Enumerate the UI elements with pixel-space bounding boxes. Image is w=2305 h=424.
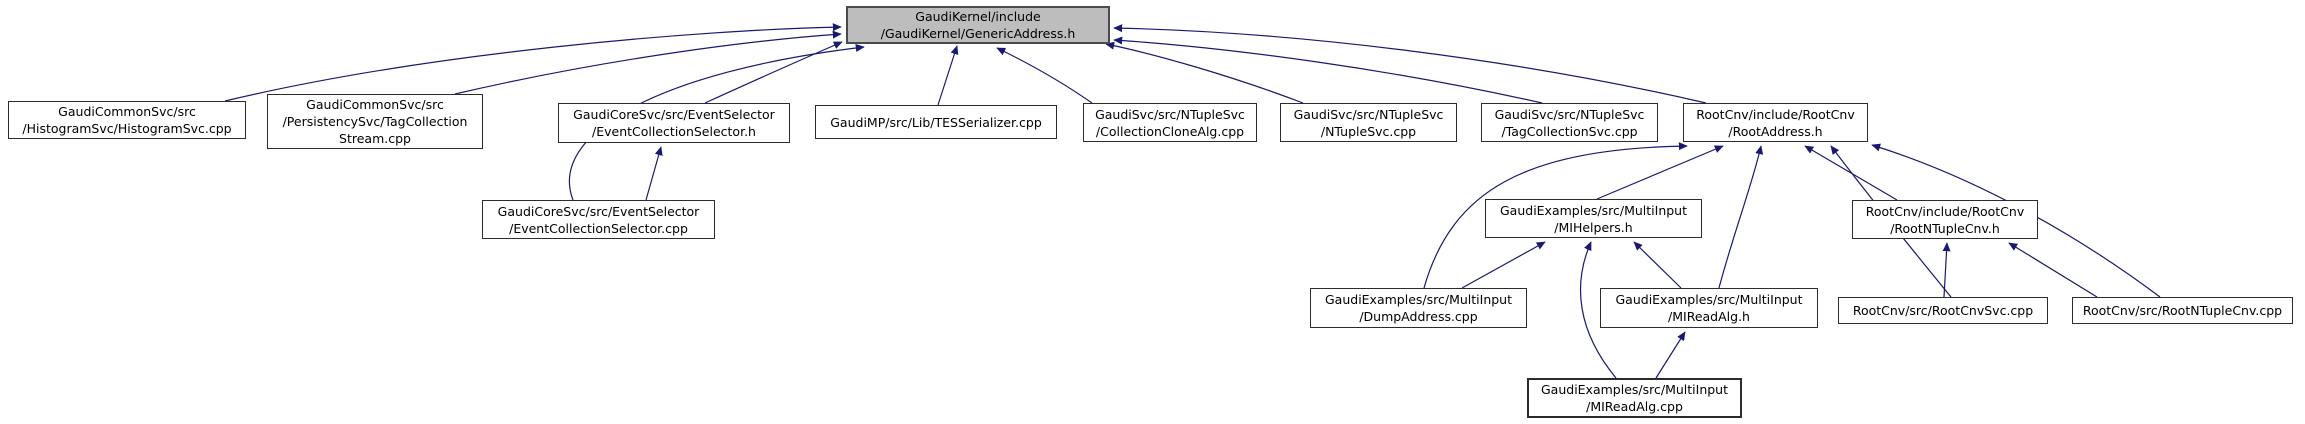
node-root-address-h[interactable]: RootCnv/include/RootCnv/RootAddress.h — [1683, 103, 1868, 142]
node-root-cnv-svc-cpp[interactable]: RootCnv/src/RootCnvSvc.cpp — [1838, 297, 2048, 324]
edge-event-collection-selector-h-to-generic-address-h — [704, 41, 843, 104]
edge-histogram-svc-cpp-to-generic-address-h — [224, 23, 842, 102]
node-label-line: GaudiMP/src/Lib/TESSerializer.cpp — [830, 114, 1042, 130]
node-dump-address-cpp[interactable]: GaudiExamples/src/MultiInput/DumpAddress… — [1310, 288, 1527, 328]
node-label-line: GaudiSvc/src/NTupleSvc — [1293, 106, 1444, 122]
node-label-line: /HistogramSvc/HistogramSvc.cpp — [22, 121, 232, 136]
edge-root-address-h-to-generic-address-h — [1113, 24, 1707, 104]
node-label-line: /RootNTupleCnv.h — [1890, 220, 2000, 236]
node-event-collection-selector-h[interactable]: GaudiCoreSvc/src/EventSelector/EventColl… — [558, 103, 790, 143]
node-mi-read-alg-h[interactable]: GaudiExamples/src/MultiInput/MIReadAlg.h — [1600, 288, 1818, 328]
node-label-line: /CollectionCloneAlg.cpp — [1095, 123, 1245, 139]
node-label-line: /EventCollectionSelector.h — [592, 124, 756, 139]
edge-event-collection-selector-cpp-to-event-collection-selector-h — [645, 146, 663, 201]
node-label-line: Stream.cpp — [339, 131, 411, 146]
edge-mi-read-alg-cpp-to-mi-helpers-h — [1579, 241, 1617, 379]
node-label-line: GaudiCommonSvc/src — [306, 97, 444, 112]
edge-root-cnv-svc-cpp-to-root-ntuple-cnv-h — [1942, 242, 1951, 298]
node-label-line: /MIReadAlg.cpp — [1586, 399, 1683, 414]
node-label-line: /MIHelpers.h — [1554, 219, 1633, 235]
node-label-line: /GaudiKernel/GenericAddress.h — [880, 26, 1076, 41]
node-mi-read-alg-cpp[interactable]: GaudiExamples/src/MultiInput/MIReadAlg.c… — [1527, 378, 1742, 418]
node-label-line: /PersistencySvc/TagCollection — [282, 114, 468, 129]
edge-ntuple-svc-cpp-to-generic-address-h — [1105, 41, 1304, 104]
node-mi-helpers-h[interactable]: GaudiExamples/src/MultiInput/MIHelpers.h — [1485, 199, 1702, 238]
node-label-line: GaudiExamples/src/MultiInput — [1615, 292, 1803, 307]
edge-dump-address-cpp-to-mi-helpers-h — [1461, 241, 1546, 289]
node-label-line: RootCnv/src/RootNTupleCnv.cpp — [2082, 303, 2283, 318]
edge-mi-helpers-h-to-root-address-h — [1596, 145, 1724, 200]
node-label-line: GaudiCoreSvc/src/EventSelector — [573, 107, 775, 122]
edge-mi-read-alg-cpp-to-mi-read-alg-h — [1655, 331, 1686, 379]
edge-mi-read-alg-h-to-root-address-h — [1718, 145, 1764, 289]
edge-tag-collection-stream-cpp-to-generic-address-h — [454, 30, 842, 95]
node-label-line: GaudiSvc/src/NTupleSvc — [1494, 106, 1645, 122]
node-label-line: /MIReadAlg.h — [1668, 309, 1750, 324]
node-label-line: /NTupleSvc.cpp — [1320, 123, 1417, 139]
node-label-line: GaudiKernel/include — [915, 9, 1041, 24]
node-ntuple-svc-cpp[interactable]: GaudiSvc/src/NTupleSvc/NTupleSvc.cpp — [1280, 103, 1457, 142]
node-label-line: /EventCollectionSelector.cpp — [509, 220, 688, 236]
edge-dump-address-cpp-to-root-address-h — [1423, 142, 1688, 289]
node-tag-collection-stream-cpp[interactable]: GaudiCommonSvc/src/PersistencySvc/TagCol… — [267, 94, 483, 149]
node-root-ntuple-cnv-h[interactable]: RootCnv/include/RootCnv/RootNTupleCnv.h — [1852, 200, 2038, 239]
node-label-line: GaudiExamples/src/MultiInput — [1540, 382, 1728, 397]
node-label-line: RootCnv/include/RootCnv — [1696, 106, 1855, 122]
node-collection-clone-alg-cpp[interactable]: GaudiSvc/src/NTupleSvc/CollectionCloneAl… — [1083, 103, 1257, 142]
node-label-line: RootCnv/include/RootCnv — [1865, 203, 2025, 219]
node-root-ntuple-cnv-cpp[interactable]: RootCnv/src/RootNTupleCnv.cpp — [2072, 297, 2293, 324]
node-tag-collection-svc-cpp[interactable]: GaudiSvc/src/NTupleSvc/TagCollectionSvc.… — [1481, 103, 1658, 142]
edge-tes-serializer-cpp-to-generic-address-h — [937, 45, 959, 106]
edge-mi-read-alg-h-to-mi-helpers-h — [1633, 241, 1682, 289]
node-label-line: RootCnv/src/RootCnvSvc.cpp — [1852, 303, 2034, 318]
node-label-line: GaudiExamples/src/MultiInput — [1499, 202, 1687, 218]
node-event-collection-selector-cpp[interactable]: GaudiCoreSvc/src/EventSelector/EventColl… — [482, 200, 715, 239]
node-label-line: GaudiCoreSvc/src/EventSelector — [497, 203, 700, 219]
edge-tag-collection-svc-cpp-to-generic-address-h — [1113, 36, 1543, 104]
node-label-line: /TagCollectionSvc.cpp — [1501, 123, 1638, 139]
node-generic-address-h: GaudiKernel/include/GaudiKernel/GenericA… — [846, 6, 1110, 44]
node-label-line: /DumpAddress.cpp — [1359, 309, 1478, 324]
edge-root-ntuple-cnv-cpp-to-root-ntuple-cnv-h — [2008, 242, 2098, 298]
node-label-line: GaudiSvc/src/NTupleSvc — [1095, 106, 1245, 122]
node-histogram-svc-cpp[interactable]: GaudiCommonSvc/src/HistogramSvc/Histogra… — [8, 101, 246, 139]
node-label-line: /RootAddress.h — [1728, 123, 1823, 139]
node-label-line: GaudiExamples/src/MultiInput — [1324, 292, 1512, 307]
node-label-line: GaudiCommonSvc/src — [58, 104, 196, 119]
node-tes-serializer-cpp[interactable]: GaudiMP/src/Lib/TESSerializer.cpp — [815, 105, 1057, 139]
edge-collection-clone-alg-cpp-to-generic-address-h — [996, 47, 1093, 104]
